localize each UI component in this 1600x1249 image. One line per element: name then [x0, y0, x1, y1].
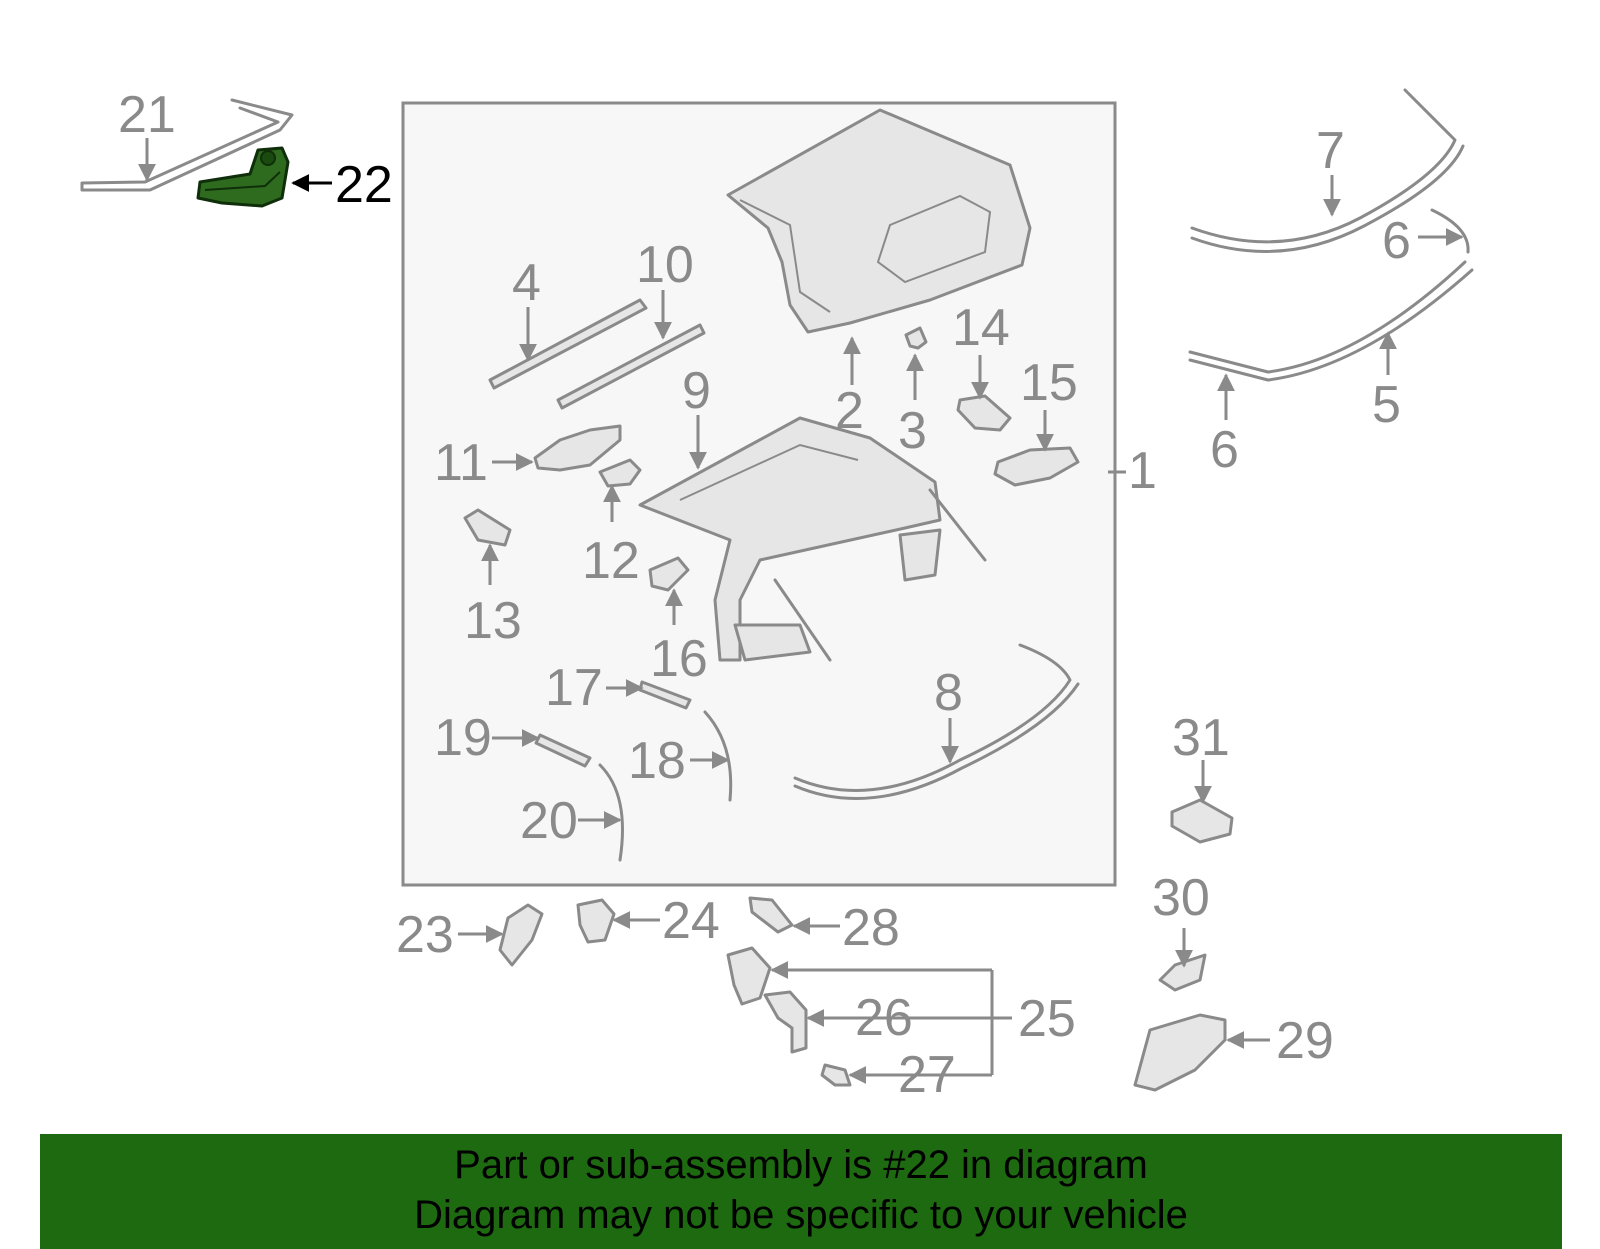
- part-26-bracket: [763, 990, 808, 1054]
- part-10-seal: [556, 323, 706, 410]
- callout-8: 8: [934, 664, 963, 722]
- callout-31: 31: [1172, 709, 1230, 767]
- callout-6-upper: 6: [1382, 212, 1411, 270]
- callout-2: 2: [835, 382, 864, 440]
- callout-14: 14: [952, 299, 1010, 357]
- callout-27: 27: [898, 1046, 956, 1104]
- part-29-bracket: [1133, 1013, 1227, 1092]
- callout-9: 9: [682, 362, 711, 420]
- part-27-bolt: [820, 1063, 852, 1087]
- part-7-rail: [1190, 88, 1465, 253]
- callout-28: 28: [842, 899, 900, 957]
- part-12-clip: [598, 458, 642, 488]
- part-13-block: [463, 508, 512, 547]
- callout-26: 26: [855, 989, 913, 1047]
- callout-15: 15: [1020, 354, 1078, 412]
- part-25-bracket: [726, 946, 772, 1006]
- callout-12: 12: [582, 532, 640, 590]
- callout-arrows: [138, 138, 1464, 1084]
- callout-23: 23: [396, 906, 454, 964]
- callout-7: 7: [1316, 122, 1345, 180]
- callout-18: 18: [628, 732, 686, 790]
- part-3-clip: [904, 326, 928, 350]
- part-30-cover: [1158, 953, 1207, 992]
- part-6-seal-b: [1430, 208, 1470, 254]
- part-22-bracket-highlighted[interactable]: [196, 146, 290, 208]
- part-4-seal: [488, 298, 648, 390]
- callout-16: 16: [650, 630, 708, 688]
- part-28-bracket: [748, 896, 794, 934]
- part-21-seal: [80, 98, 294, 192]
- callout-11: 11: [434, 434, 488, 492]
- callout-30: 30: [1152, 869, 1210, 927]
- part-8-seal: [793, 643, 1080, 800]
- callout-17: 17: [545, 659, 603, 717]
- part-18-seal: [703, 710, 733, 802]
- callout-13: 13: [464, 592, 522, 650]
- callout-29: 29: [1276, 1012, 1334, 1070]
- callout-19: 19: [434, 709, 492, 767]
- caption-line-2: Diagram may not be specific to your vehi…: [414, 1193, 1188, 1237]
- part-5-seal: [1266, 260, 1474, 382]
- callout-5: 5: [1372, 376, 1401, 434]
- callout-6-lower: 6: [1210, 421, 1239, 479]
- caption-banner: Part or sub-assembly is #22 in diagram D…: [40, 1134, 1562, 1249]
- parts-diagram: 1 2 3 4 5 6 6 7 8 9 10 11 12 13 14 15 16…: [80, 86, 1474, 1104]
- callout-25-bracket-lines: [775, 470, 1126, 1077]
- part-9-top-frame: [638, 416, 987, 662]
- part-24-bracket: [576, 898, 616, 944]
- callout-20: 20: [520, 792, 578, 850]
- callout-22: 22: [335, 156, 393, 214]
- callout-labels: 1 2 3 4 5 6 6 7 8 9 10 11 12 13 14 15 16…: [118, 86, 1411, 1104]
- part-16-block: [648, 556, 690, 592]
- caption-line-1: Part or sub-assembly is #22 in diagram: [454, 1143, 1148, 1187]
- callout-24: 24: [662, 892, 720, 950]
- part-23-bracket: [498, 903, 544, 967]
- callout-21: 21: [118, 86, 176, 144]
- callout-3: 3: [898, 402, 927, 460]
- part-6-seal-a: [1188, 350, 1270, 382]
- part-2-soft-top-cover: [726, 108, 1032, 334]
- callout-4: 4: [512, 254, 541, 312]
- part-31-mount: [1170, 798, 1234, 844]
- part-11-bracket: [533, 424, 622, 472]
- callout-25: 25: [1018, 990, 1076, 1048]
- callout-10: 10: [636, 236, 694, 294]
- part-20-seal: [598, 763, 624, 862]
- callout-1: 1: [1128, 442, 1157, 500]
